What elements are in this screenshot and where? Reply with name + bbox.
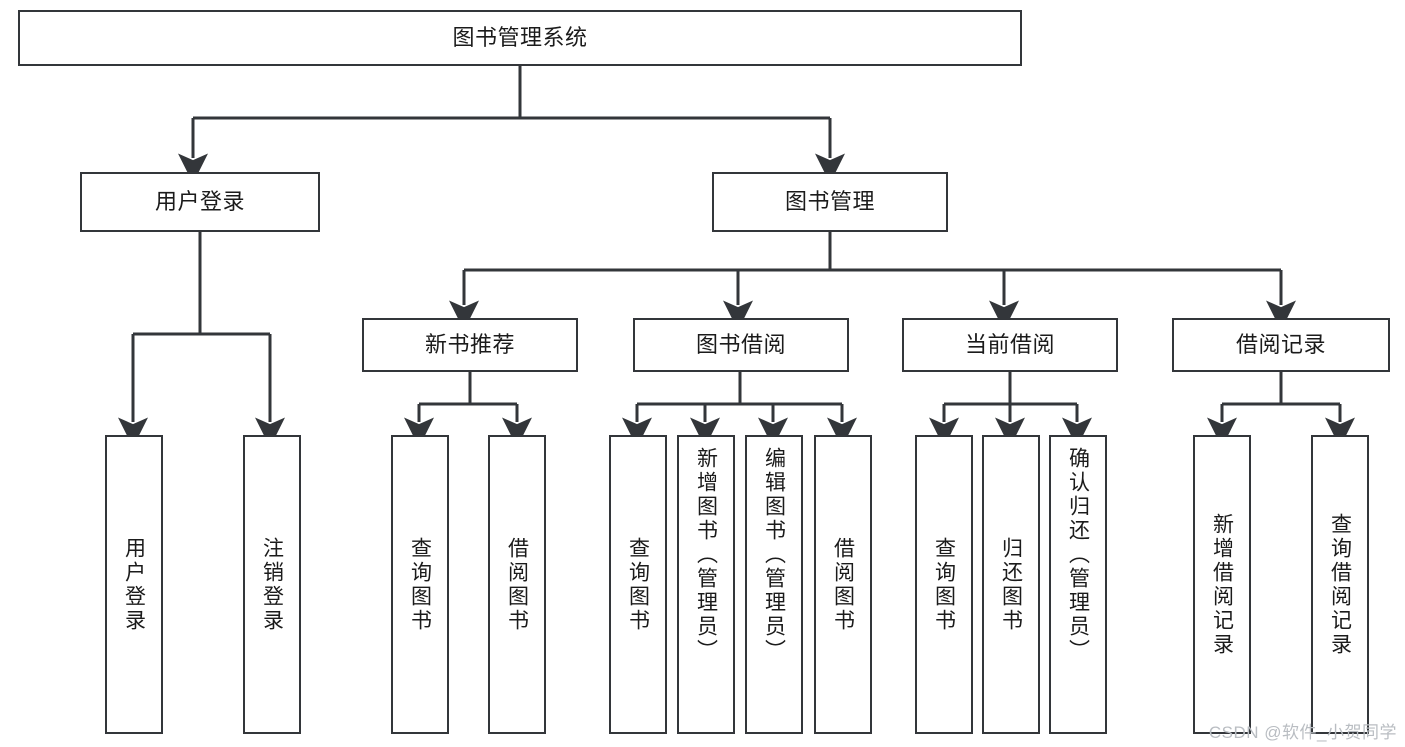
- leaf-current-return-book-label: 归还图书: [999, 536, 1023, 633]
- leaf-recommend-query-book-label: 查询图书: [408, 536, 432, 633]
- node-book-management[interactable]: 图书管理: [712, 172, 948, 232]
- node-borrow-record[interactable]: 借阅记录: [1172, 318, 1390, 372]
- leaf-user-login-logout[interactable]: 注销登录: [243, 435, 301, 734]
- node-current-borrow[interactable]: 当前借阅: [902, 318, 1118, 372]
- node-book-borrow[interactable]: 图书借阅: [633, 318, 849, 372]
- leaf-user-login-login-label: 用户登录: [122, 536, 146, 633]
- leaf-record-add-record[interactable]: 新增借阅记录: [1193, 435, 1251, 734]
- leaf-recommend-query-book[interactable]: 查询图书: [391, 435, 449, 734]
- node-new-book-recommend-label: 新书推荐: [424, 332, 515, 358]
- node-user-login[interactable]: 用户登录: [80, 172, 320, 232]
- leaf-recommend-borrow-book[interactable]: 借阅图书: [488, 435, 546, 734]
- leaf-borrow-borrow-book[interactable]: 借阅图书: [814, 435, 872, 734]
- leaf-borrow-borrow-book-label: 借阅图书: [831, 536, 855, 633]
- leaf-current-confirm-return-label: 确认归还（管理员）: [1066, 447, 1090, 663]
- leaf-current-return-book[interactable]: 归还图书: [982, 435, 1040, 734]
- leaf-recommend-borrow-book-label: 借阅图书: [505, 536, 529, 633]
- leaf-borrow-edit-book[interactable]: 编辑图书（管理员）: [745, 435, 803, 734]
- leaf-current-query-book[interactable]: 查询图书: [915, 435, 973, 734]
- leaf-current-confirm-return[interactable]: 确认归还（管理员）: [1049, 435, 1107, 734]
- node-root-label: 图书管理系统: [452, 25, 588, 51]
- watermark-text: CSDN @软件_小贺同学: [1208, 723, 1397, 742]
- leaf-user-login-logout-label: 注销登录: [260, 536, 284, 633]
- leaf-borrow-add-book[interactable]: 新增图书（管理员）: [677, 435, 735, 734]
- node-book-borrow-label: 图书借阅: [695, 332, 786, 358]
- leaf-current-query-book-label: 查询图书: [932, 536, 956, 633]
- leaf-user-login-login[interactable]: 用户登录: [105, 435, 163, 734]
- node-user-login-label: 用户登录: [154, 189, 245, 215]
- leaf-borrow-add-book-label: 新增图书（管理员）: [694, 447, 718, 663]
- leaf-record-query-record[interactable]: 查询借阅记录: [1311, 435, 1369, 734]
- leaf-record-query-record-label: 查询借阅记录: [1328, 512, 1352, 657]
- node-book-management-label: 图书管理: [784, 189, 875, 215]
- leaf-borrow-query-book[interactable]: 查询图书: [609, 435, 667, 734]
- leaf-borrow-query-book-label: 查询图书: [626, 536, 650, 633]
- leaf-record-add-record-label: 新增借阅记录: [1210, 512, 1234, 657]
- node-root-system[interactable]: 图书管理系统: [18, 10, 1022, 66]
- leaf-borrow-edit-book-label: 编辑图书（管理员）: [762, 447, 786, 663]
- node-new-book-recommend[interactable]: 新书推荐: [362, 318, 578, 372]
- node-current-borrow-label: 当前借阅: [964, 332, 1055, 358]
- node-borrow-record-label: 借阅记录: [1235, 332, 1326, 358]
